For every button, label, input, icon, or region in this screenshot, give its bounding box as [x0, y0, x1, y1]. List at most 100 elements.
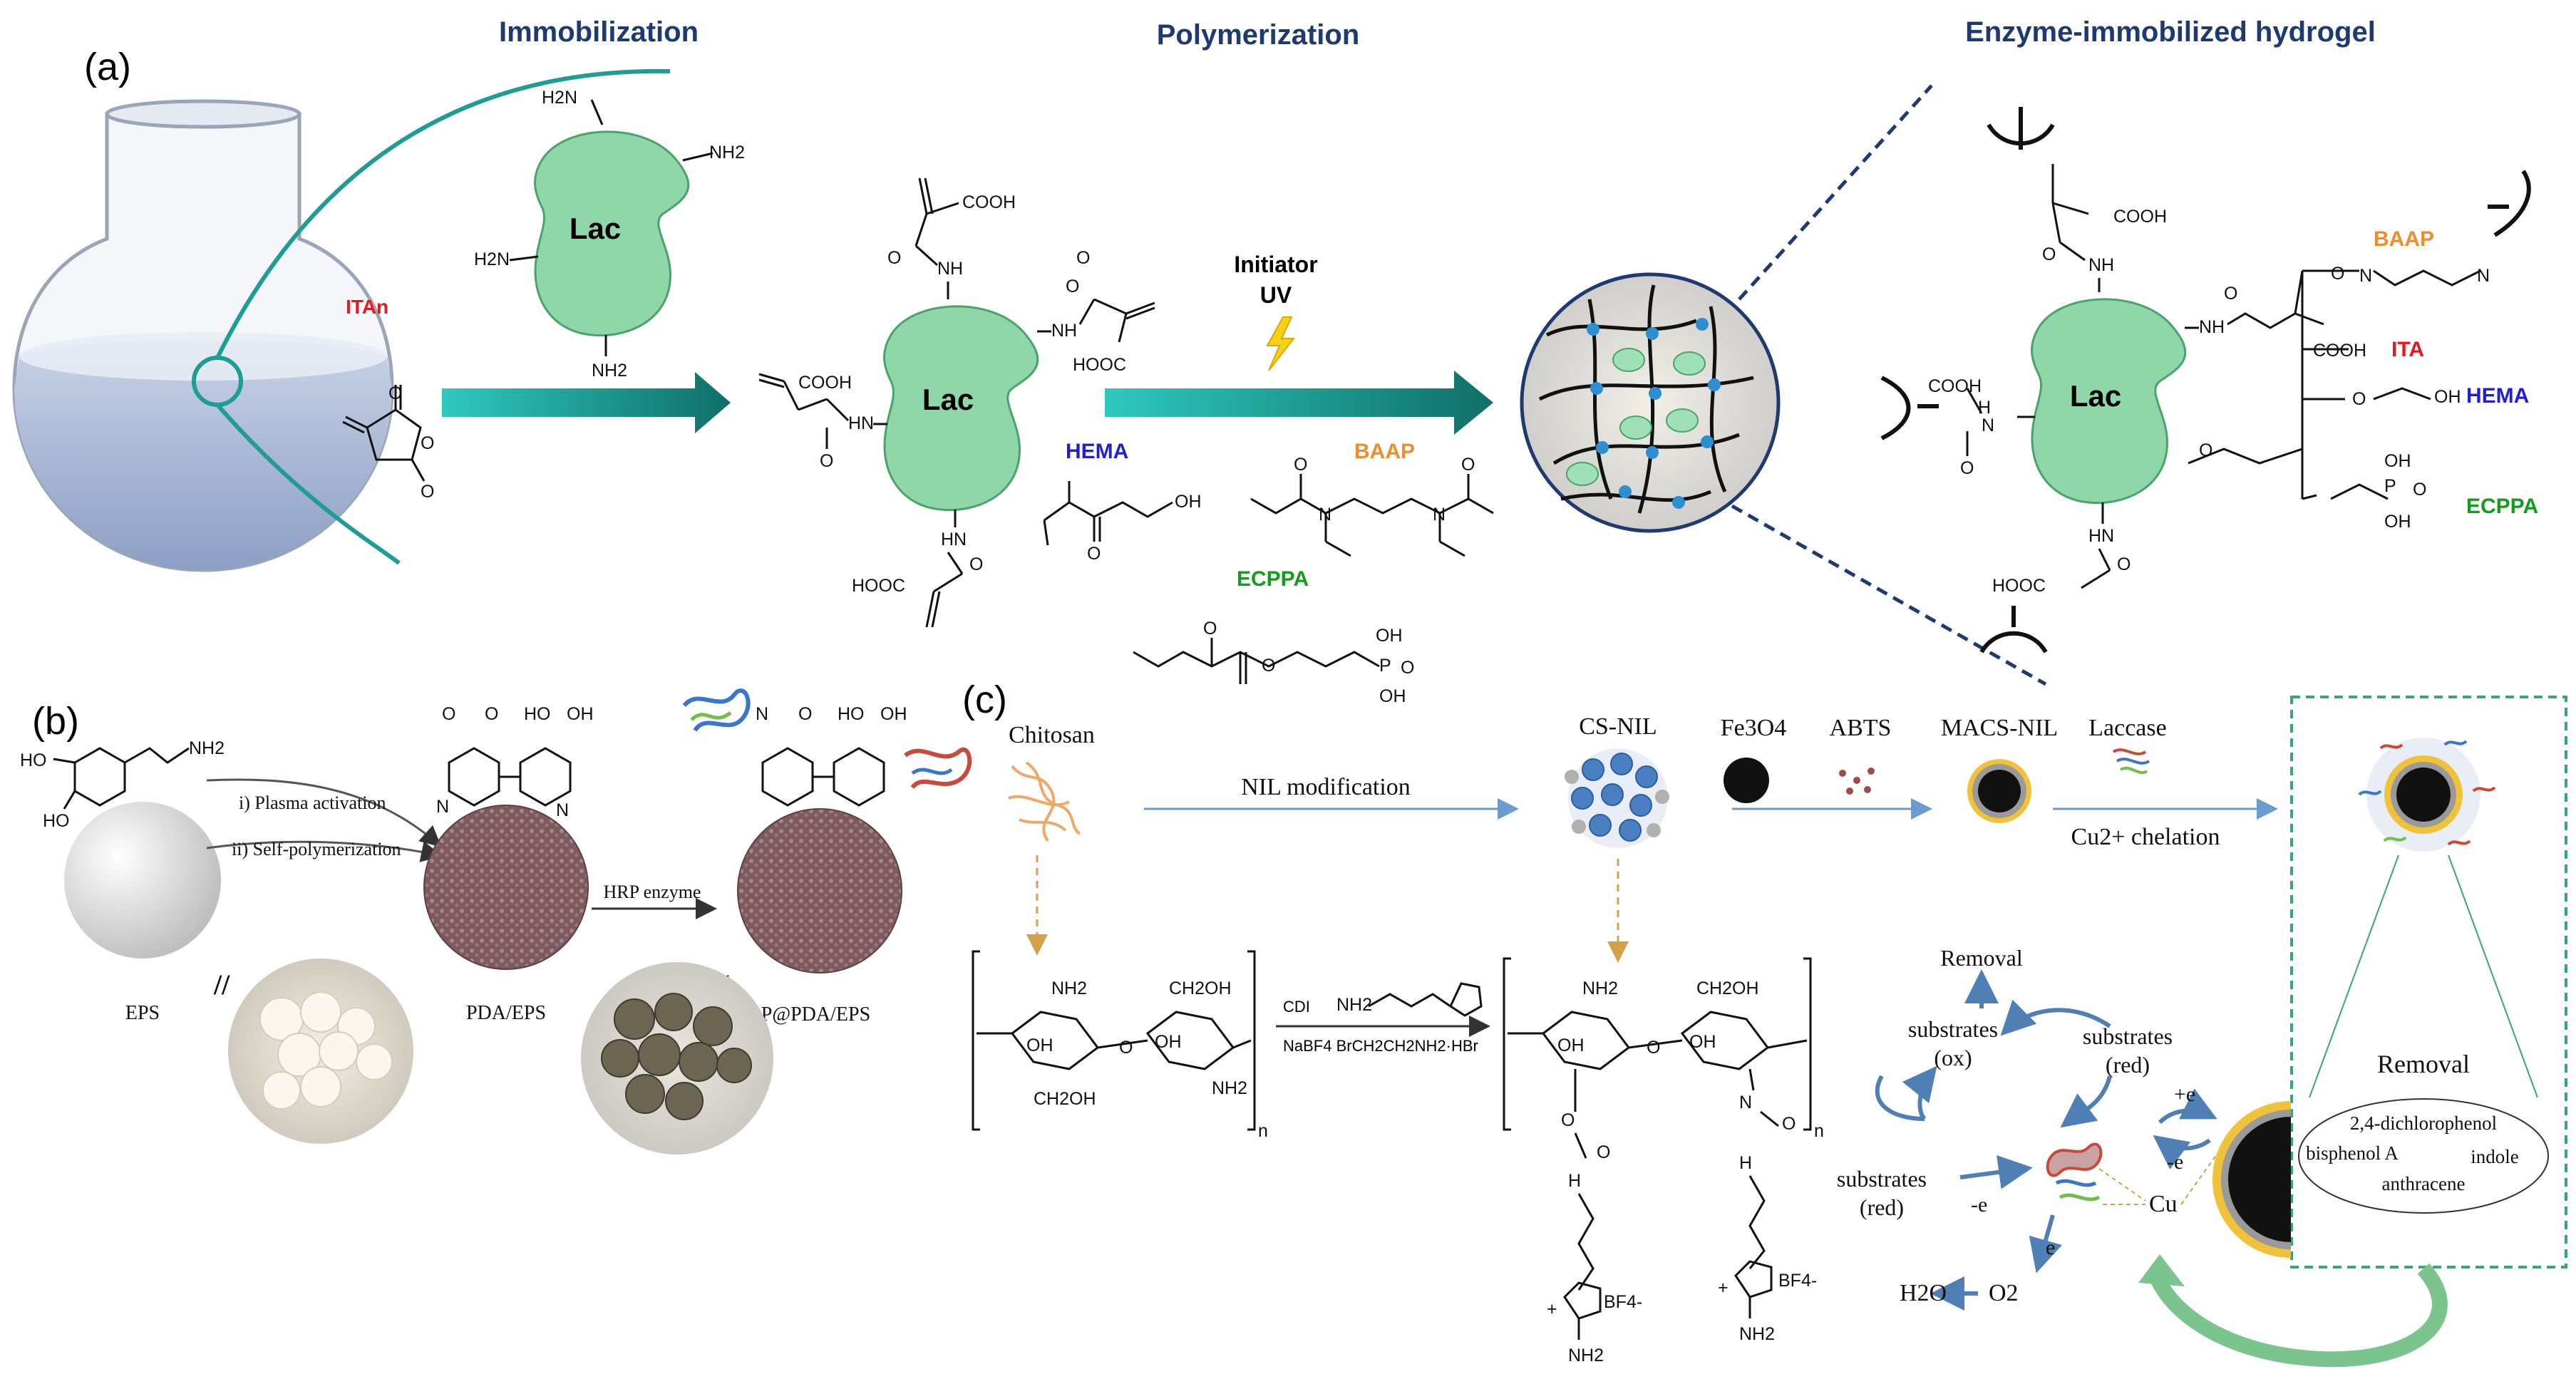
- laccase-coated-particle-icon: [2358, 738, 2496, 852]
- gel-oh-hema: OH: [2434, 387, 2461, 407]
- imid-plus-left: +: [1547, 1299, 1557, 1319]
- csnil-nh2-left: NH2: [1568, 1346, 1604, 1365]
- gel-n1: N: [2359, 266, 2372, 286]
- macs-nil-label: MACS-NIL: [1941, 715, 2058, 741]
- ecppa-structure: O O P OH O OH: [1133, 619, 1414, 706]
- laccase-enzyme-native: Lac H2N NH2 H2N NH2: [474, 88, 745, 381]
- pollutants-ellipse: [2298, 1098, 2549, 1214]
- pollutant-4: anthracene: [2382, 1173, 2466, 1194]
- cs-o-bridge: O: [1119, 1038, 1133, 1058]
- gel-ita-label: ITA: [2391, 338, 2424, 361]
- nh2-right: NH2: [709, 143, 745, 162]
- gel-o-ester: O: [2199, 440, 2212, 460]
- eps-label: EPS: [125, 1002, 160, 1024]
- protein-ribbon-icon-2: [904, 747, 972, 790]
- hrp-enzyme-step: HRP enzyme: [604, 882, 701, 902]
- uv-label: UV: [1260, 282, 1292, 308]
- cooh-left: COOH: [798, 373, 852, 393]
- pda-n2: N: [556, 800, 569, 820]
- gel-o-right: O: [2224, 284, 2237, 304]
- baap-o2: O: [1461, 455, 1475, 475]
- gel-o-bottom: O: [2117, 554, 2131, 574]
- csnil-n-right: N: [1739, 1093, 1752, 1112]
- ecppa-o1: O: [1203, 619, 1217, 639]
- hooc-bottom: HOOC: [852, 576, 905, 596]
- csnil-o-carbonyl-right: O: [1782, 1114, 1796, 1134]
- gel-hn-bottom: HN: [2088, 526, 2114, 546]
- nh-top: NH: [937, 259, 963, 279]
- gel-baap-label: BAAP: [2374, 227, 2434, 251]
- chitosan-label: Chitosan: [1009, 722, 1095, 748]
- gel-o-top: O: [2042, 244, 2056, 264]
- pollutant-3: indole: [2471, 1146, 2519, 1167]
- baap-structure: O O N N: [1250, 455, 1494, 557]
- csnil-hn-left: H: [1568, 1171, 1581, 1191]
- header-polymerization: Polymerization: [1157, 19, 1360, 51]
- hema-o: O: [1087, 544, 1101, 564]
- plus-e-label: +e: [2174, 1083, 2195, 1106]
- gel-hema-label: HEMA: [2466, 384, 2529, 408]
- csnil-o-carbonyl-left: O: [1597, 1142, 1610, 1162]
- pda-oh: OH: [567, 704, 594, 724]
- ecppa-oh: OH: [1379, 686, 1406, 706]
- panel-c-label: (c): [962, 678, 1007, 721]
- gel-n2: N: [2477, 266, 2490, 286]
- cs-oh-2: OH: [1155, 1032, 1182, 1052]
- removal-top-label: Removal: [1940, 945, 2023, 971]
- panel-b: (b) NH2 HO HO EPS i) Plasma activation i…: [20, 688, 972, 1155]
- baap-o1: O: [1294, 455, 1307, 475]
- laccase-enzyme-modified: Lac NH O COOH NH O HOOC O HN O: [758, 177, 1155, 628]
- bf4-left: BF4-: [1604, 1292, 1642, 1312]
- gel-p-oh-top: OH: [2384, 451, 2411, 471]
- step-self-polymerization: ii) Self-polymerization: [232, 839, 401, 859]
- minus-e-left: -e: [1971, 1193, 1987, 1217]
- gel-o-amide: O: [2331, 264, 2344, 284]
- hema-structure: O OH: [1043, 481, 1202, 564]
- hn-bottom: HN: [941, 530, 967, 549]
- itan-label: ITAn: [346, 296, 388, 318]
- substrates-red-r-2: (red): [2106, 1052, 2150, 1078]
- equals-mark-1: //: [213, 969, 230, 1001]
- itan-o-top: O: [388, 383, 402, 403]
- nh2-bottom: NH2: [592, 361, 627, 381]
- cu-label: Cu: [2149, 1191, 2178, 1217]
- amine-imidazole-structure: NH2: [1336, 982, 1483, 1017]
- ecppa-ho: OH: [1376, 626, 1403, 646]
- hrp-o: O: [798, 704, 812, 724]
- lightning-icon: [1266, 316, 1296, 371]
- csnil-ch2oh: CH2OH: [1696, 978, 1759, 998]
- dopamine-ho-1: HO: [20, 750, 47, 770]
- nh-right: NH: [1051, 321, 1077, 341]
- gel-enzyme-label: Lac: [2070, 379, 2121, 413]
- h2o-label: H2O: [1900, 1280, 1947, 1306]
- cs-nil-polymer-structure: NH2 CH2OH OH OH O n O O H + BF4- NH2 N O…: [1503, 957, 1824, 1365]
- dopamine-ho-2: HO: [43, 811, 70, 831]
- abts-label: ABTS: [1830, 715, 1892, 741]
- csnil-oh-2: OH: [1689, 1032, 1716, 1052]
- final-product-box: [2290, 696, 2567, 1269]
- cs-oh-1: OH: [1026, 1035, 1053, 1055]
- gel-p: P: [2384, 476, 2396, 496]
- enzyme-label: Lac: [570, 212, 621, 245]
- hooc-right: HOOC: [1073, 355, 1126, 375]
- dopamine-nh2: NH2: [189, 738, 225, 758]
- ecppa-p: P: [1379, 656, 1391, 676]
- pda-eps-label: PDA/EPS: [466, 1002, 546, 1024]
- bf4-right: BF4-: [1778, 1271, 1817, 1291]
- gel-o-hema: O: [2352, 389, 2366, 409]
- round-bottom-flask: [12, 99, 394, 572]
- abts-dots-icon: [1839, 768, 1875, 795]
- particle-edge-icon: [2212, 1101, 2291, 1258]
- fe3o4-label: Fe3O4: [1721, 715, 1787, 741]
- csnil-oh-1: OH: [1557, 1035, 1585, 1055]
- gel-n-left: N: [1982, 415, 1994, 435]
- hema-label: HEMA: [1066, 440, 1128, 463]
- protein-ribbon-icon: [682, 688, 751, 732]
- hrp-ho: HO: [838, 704, 865, 724]
- ecppa-o2: O: [1262, 656, 1275, 676]
- header-immobilization: Immobilization: [499, 16, 699, 48]
- csnil-hn-right: H: [1739, 1153, 1752, 1173]
- gel-o-left: O: [1960, 458, 1974, 478]
- itaconic-anhydride-structure: O O O: [342, 383, 434, 502]
